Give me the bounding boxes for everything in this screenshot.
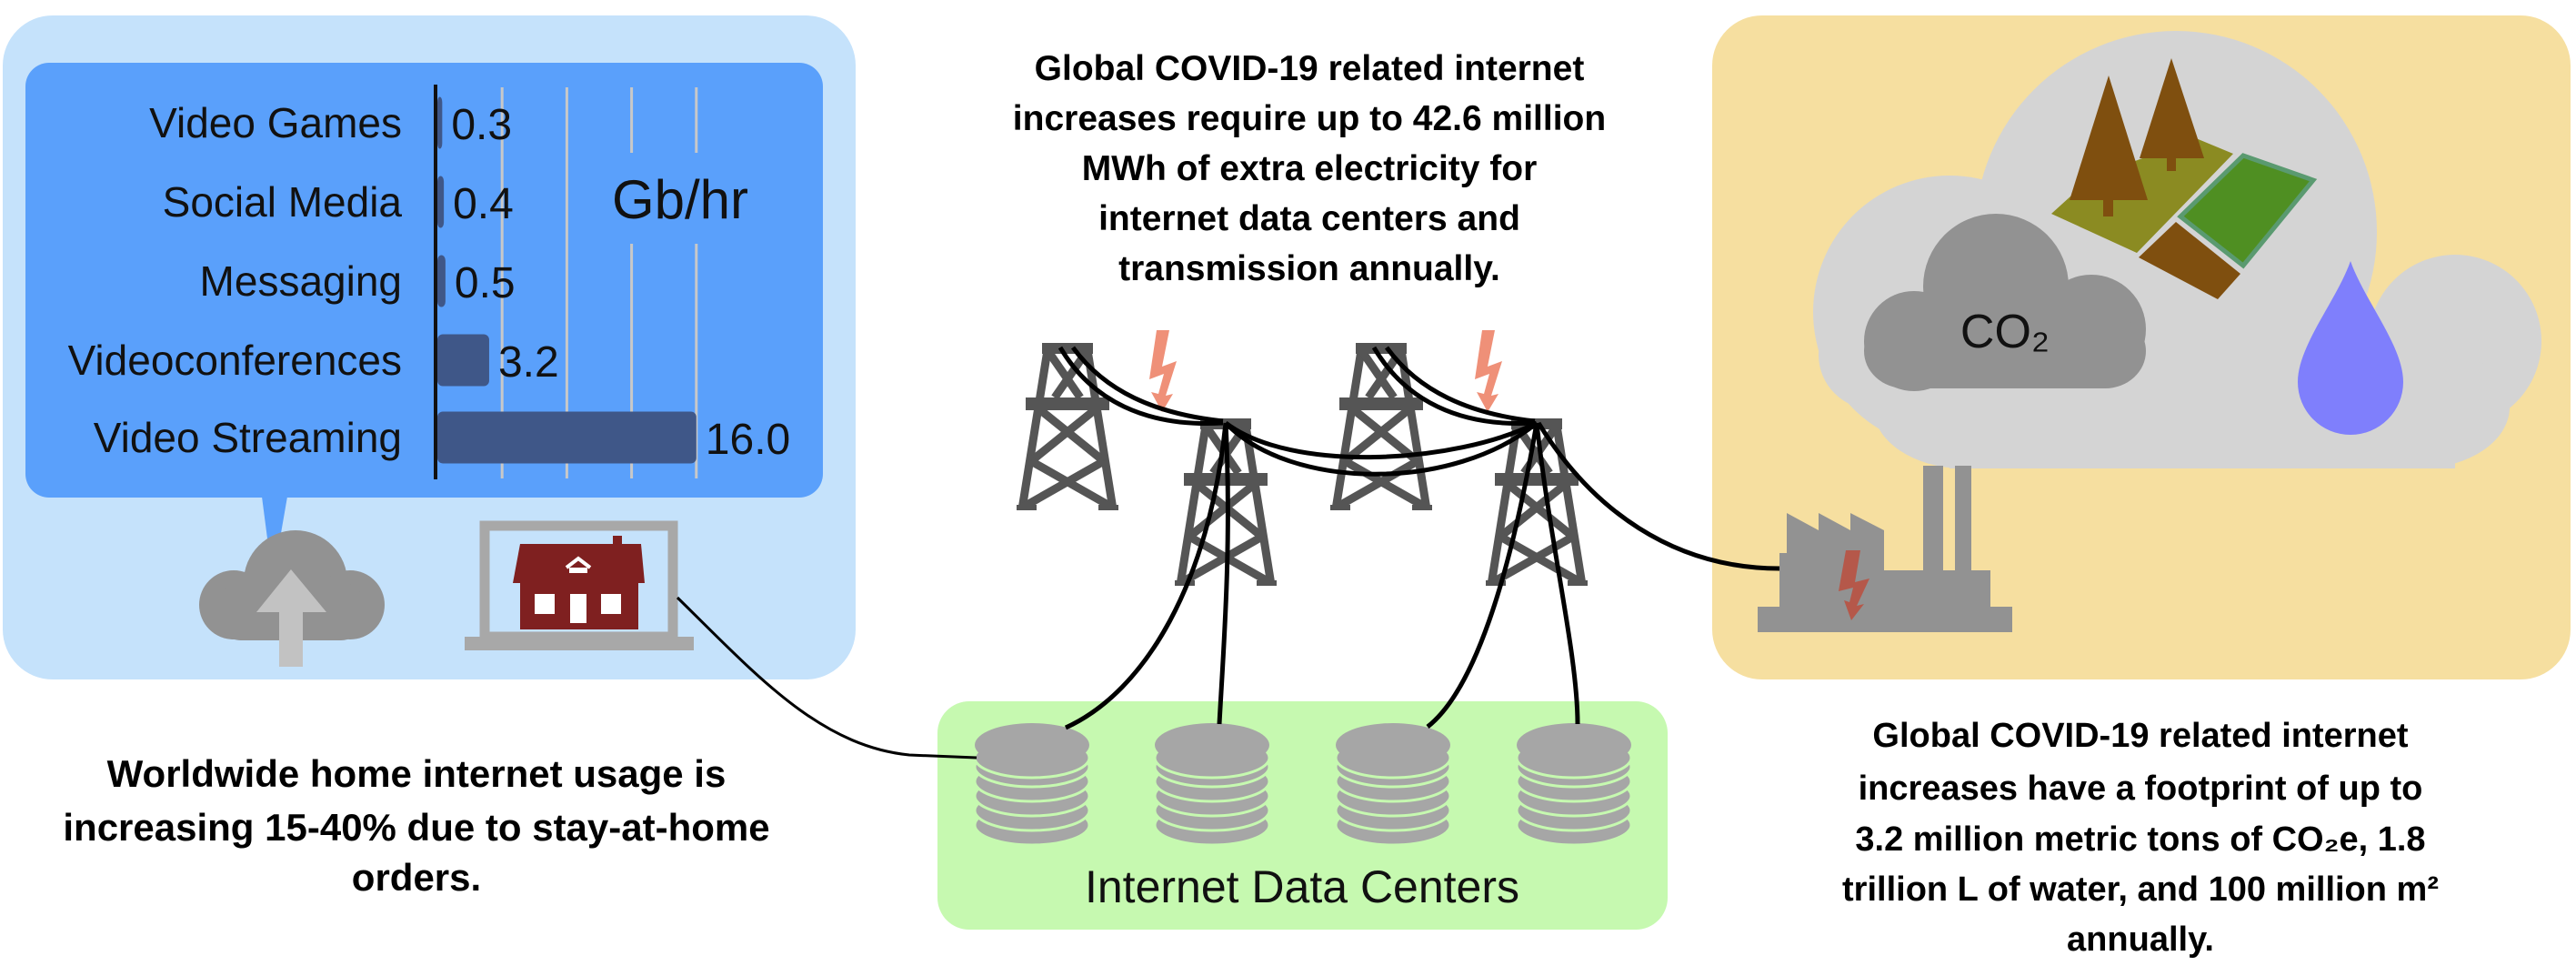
database-icon <box>1515 721 1633 847</box>
category-label: Messaging <box>200 257 402 305</box>
tree-icon <box>2070 58 2204 216</box>
unit-label: Gb/hr <box>612 169 748 230</box>
category-label: Videoconferences <box>68 337 402 384</box>
caption-line: increases have a footprint of up to <box>1859 770 2423 808</box>
value-label: 0.4 <box>453 180 514 228</box>
power-tower-icon <box>1017 343 1118 510</box>
electricity-bolt-icon <box>1475 330 1502 412</box>
category-label: Video Games <box>149 99 402 146</box>
home-usage-caption: Worldwide home internet usage is increas… <box>63 752 769 899</box>
caption-line: 3.2 million metric tons of CO₂e, 1.8 <box>1855 820 2425 859</box>
electricity-bolt-icon <box>1839 550 1869 620</box>
caption-line: increases require up to 42.6 million <box>1013 99 1606 138</box>
power-tower-icon <box>1486 418 1588 586</box>
caption-line: Global COVID-19 related internet <box>1872 717 2408 755</box>
power-lines <box>676 346 1780 760</box>
value-label: 0.3 <box>451 101 512 149</box>
electricity-caption: Global COVID-19 related internet increas… <box>1013 49 1606 288</box>
power-tower-icon <box>1330 343 1432 510</box>
caption-line: Global COVID-19 related internet <box>1035 49 1585 88</box>
environmental-footprint-panel: CO₂ <box>1712 15 2571 679</box>
co2-label: CO₂ <box>1960 306 2050 358</box>
caption-line: annually. <box>2067 921 2214 959</box>
database-icon <box>1153 721 1271 847</box>
caption-line: MWh of extra electricity for <box>1082 149 1538 188</box>
category-label: Video Streaming <box>94 414 402 461</box>
value-label: 16.0 <box>706 416 790 464</box>
value-label: 0.5 <box>455 259 516 307</box>
water-drop-icon <box>2298 261 2403 435</box>
caption-line: transmission annually. <box>1118 249 1500 288</box>
data-centers-box: Internet Data Centers <box>937 701 1668 930</box>
laptop-home-icon <box>465 520 694 650</box>
bar <box>437 96 443 149</box>
footprint-caption: Global COVID-19 related internet increas… <box>1842 717 2439 959</box>
data-centers-label: Internet Data Centers <box>1085 861 1519 912</box>
bar <box>437 411 697 464</box>
speech-bubble-tail <box>262 497 287 538</box>
house-icon <box>513 536 645 629</box>
category-label: Social Media <box>163 178 403 226</box>
co2-cloud-icon: CO₂ <box>1864 214 2146 391</box>
bar <box>437 334 489 387</box>
caption-line: internet data centers and <box>1098 199 1520 238</box>
database-icon <box>1334 721 1452 847</box>
cloud-upload-icon <box>199 530 385 667</box>
database-icon <box>973 721 1091 847</box>
value-label: 3.2 <box>498 338 559 387</box>
electricity-bolt-icon <box>1149 330 1177 412</box>
usage-chart-panel <box>25 63 823 498</box>
caption-line: increasing 15-40% due to stay-at-home <box>63 806 769 849</box>
caption-line: Worldwide home internet usage is <box>107 752 727 795</box>
bar <box>437 255 446 307</box>
caption-line: orders. <box>352 856 481 899</box>
bar <box>437 176 445 228</box>
land-use-icon <box>2051 58 2318 299</box>
power-plant-icon <box>1758 466 2012 632</box>
caption-line: trillion L of water, and 100 million m² <box>1842 870 2439 909</box>
transmission-towers <box>1017 330 1588 586</box>
